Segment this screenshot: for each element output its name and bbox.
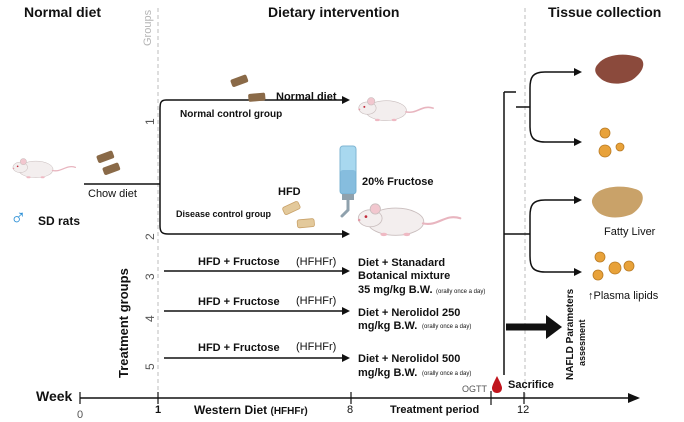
header-tissue-collection: Tissue collection [548,4,662,20]
sacrifice-label: Sacrifice [508,379,554,391]
tick-label-12: 12 [517,404,530,416]
treatment-groups-label: Treatment groups [116,268,131,378]
tick-label-1: 1 [155,404,162,416]
plasma-lipid-droplets [592,251,635,281]
group3-diet-label: HFD + Fructose [198,256,280,268]
group5-diet-label: HFD + Fructose [198,342,280,354]
header-dietary-intervention: Dietary intervention [268,4,400,20]
group3-treatment-line1: Diet + Stanadard [358,257,446,269]
group5-treatment-line1: Diet + Nerolidol 500 [358,353,461,365]
collection-upper-bracket [529,71,546,143]
fructose-label: 20% Fructose [362,176,434,188]
tick-label-8: 8 [347,404,354,416]
western-diet-text: Western Diet [194,403,268,417]
normal-diet-label: Normal diet [276,91,337,103]
normal-control-group-label: Normal control group [180,109,283,120]
group3-abbr-label: (HFHFr) [296,256,337,268]
group5-treatment-line2: mg/kg B.W. [358,367,418,379]
group4-abbr-label: (HFHFr) [296,295,337,307]
group-number-3: 3 [143,273,157,280]
group4-treatment-line2: mg/kg B.W. [358,320,418,332]
group5-dosing-label: (orally once a day) [422,371,472,377]
group4-diet-label: HFD + Fructose [198,296,280,308]
normal-liver [595,54,644,84]
groups-label: Groups [142,9,154,46]
group-number-1: 1 [143,118,157,125]
group2-rat [356,202,462,238]
western-diet-label: Western Diet (HFHFr) [194,403,308,418]
group-number-5: 5 [143,363,157,370]
sd-rat-illustration [12,157,77,179]
group1-rat [357,96,434,122]
normal-diet-pellets [230,74,266,102]
fatty-liver-label: Fatty Liver [604,226,656,238]
male-symbol-icon: ♂ [10,205,27,230]
group3-treatment-line3: 35 mg/kg B.W. [358,284,433,296]
chow-pellets [96,150,121,176]
hfd-pellets [281,200,316,229]
group3-treatment-line2: Botanical mixture [358,270,451,282]
group-bracket-top [159,99,167,184]
nafld-line1: NAFLD Parameters [565,288,576,380]
disease-control-group-label: Disease control group [176,209,272,219]
group5-abbr-label: (HFHFr) [296,341,337,353]
hfd-label: HFD [278,186,301,198]
arrow-nafld-head [546,315,562,339]
group-number-2: 2 [143,233,157,240]
western-diet-abbr: (HFHFr) [270,406,308,417]
fatty-liver [591,186,643,218]
nafld-line2: assesment [577,319,587,366]
plasma-lipids-label: ↑Plasma lipids [588,290,659,302]
week-label: Week [36,388,73,404]
tick-label-0: 0 [77,409,84,421]
group4-dosing-label: (orally once a day) [422,324,472,330]
sd-rats-label: SD rats [38,214,81,228]
normal-lipid-droplets [598,127,625,158]
ogtt-label: OGTT [462,384,487,394]
group4-treatment-line1: Diet + Nerolidol 250 [358,307,461,319]
group3-dosing-label: (orally once a day) [436,289,486,295]
collection-lower-bracket [529,199,546,273]
timeline-arrowhead [628,393,640,403]
header-normal-diet: Normal diet [24,4,102,20]
fructose-bottle [339,145,357,218]
chow-diet-label: Chow diet [88,188,137,200]
group-bracket-bottom [159,184,350,238]
group-number-4: 4 [143,315,157,322]
blood-drop-icon [492,376,502,393]
treatment-period-label: Treatment period [390,404,480,416]
